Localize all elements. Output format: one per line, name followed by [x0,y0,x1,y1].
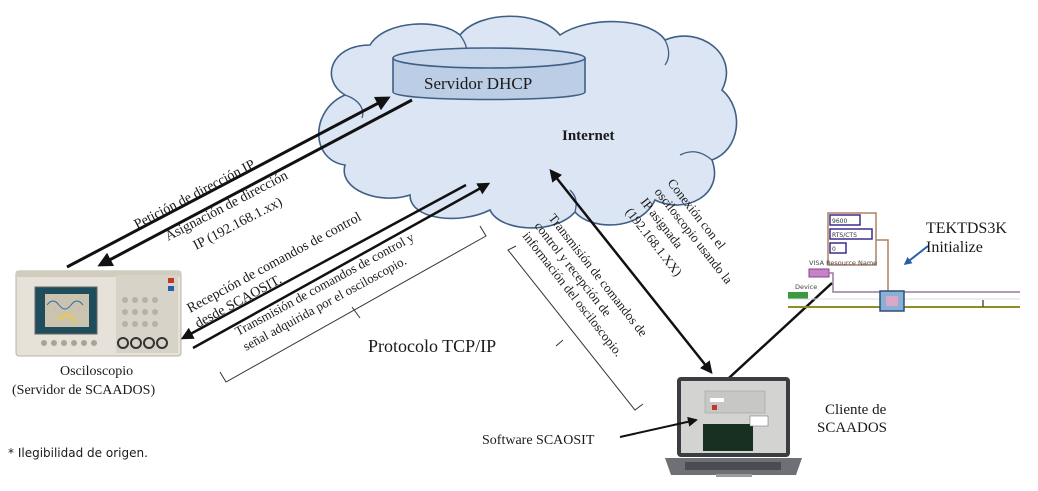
oscilloscope-caption-line2: (Servidor de SCAADOS) [12,383,155,398]
arrow-labview-to-client [715,282,833,391]
baud-value: 9600 [832,218,847,225]
oscilloscope-device: Osciloscopio (Servidor de SCAADOS) [12,270,182,398]
bracket-left [219,225,487,383]
protocol-label: Protocolo TCP/IP [368,336,496,356]
visa-label: VISA Resource Name [809,259,877,267]
arrow-tektds3k [903,245,929,265]
bracket-right [507,245,644,411]
labview-snippet: 9600 RTS/CTS 0 VISA Resource Name Device… [788,212,1020,312]
cloud-label: Internet [562,128,615,144]
oscilloscope-caption-line1: Osciloscopio [60,364,133,379]
labview-title-line2: Initialize [926,239,983,256]
dhcp-server: Servidor DHCP [392,47,586,101]
arrow-ip-assignment [97,98,413,267]
client-caption-line2: SCAADOS [817,420,887,436]
arrow-software-scaosit [619,416,698,438]
footnote: * Ilegibilidad de origen. [8,446,148,460]
software-label: Software SCAOSIT [482,433,595,448]
device-label: Device [795,283,817,291]
arrow-ip-request [66,96,391,269]
laptop [665,377,802,477]
arrow-transmission [192,182,491,350]
labview-title-line1: TEKTDS3K [926,220,1007,237]
arrow-commands-reception [180,183,467,340]
client-caption-line1: Cliente de [825,402,887,418]
arrow-client-internet [549,169,713,374]
zero-value: 0 [832,246,836,253]
flow-value: RTS/CTS [832,232,857,239]
server-label: Servidor DHCP [424,74,532,93]
